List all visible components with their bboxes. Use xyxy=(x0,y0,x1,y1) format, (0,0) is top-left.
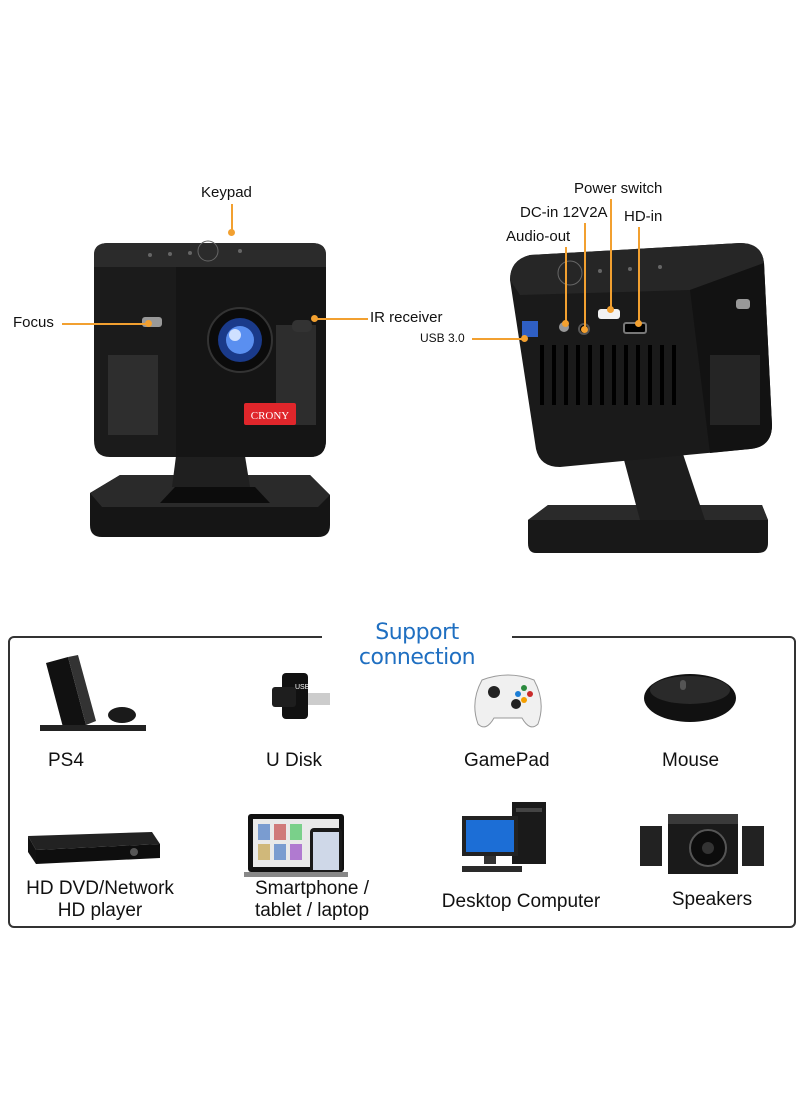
focus-dot xyxy=(145,320,152,327)
audio-out-dot xyxy=(562,320,569,327)
gamepad-label: GamePad xyxy=(464,750,550,771)
keypad-dot xyxy=(228,229,235,236)
mouse-icon xyxy=(644,674,736,722)
focus-label: Focus xyxy=(13,314,54,331)
hd-in-dot xyxy=(635,320,642,327)
ps4-label: PS4 xyxy=(48,750,84,771)
usb-label: USB 3.0 xyxy=(420,331,465,345)
hd-in-leader xyxy=(638,227,640,323)
brand-badge: CRONY xyxy=(251,410,290,422)
speakers-icon xyxy=(640,814,764,874)
speakers-label: Speakers xyxy=(671,889,753,910)
dvd-player-label-line2: HD player xyxy=(57,900,143,921)
keypad-label: Keypad xyxy=(201,184,252,201)
smartphone-label-line2: tablet / laptop xyxy=(254,900,370,921)
audio-out-leader xyxy=(565,247,567,323)
dc-in-dot xyxy=(581,326,588,333)
power-switch-dot xyxy=(607,306,614,313)
dc-in-leader xyxy=(584,223,586,329)
dvd-player-icon xyxy=(28,832,160,864)
audio-out-label: Audio-out xyxy=(506,228,571,245)
ir-receiver-label: IR receiver xyxy=(370,309,443,326)
power-switch-leader xyxy=(610,199,612,309)
dvd-player-label: HD DVD/Network HD player xyxy=(18,878,182,922)
desktop-computer-icon xyxy=(462,802,546,872)
smartphone-tablet-laptop-label: Smartphone / tablet / laptop xyxy=(236,878,388,922)
support-title: Support connection xyxy=(322,620,512,670)
power-switch-label: Power switch xyxy=(574,180,663,197)
svg-text:USB: USB xyxy=(295,684,310,691)
desktop-computer-label: Desktop Computer xyxy=(441,891,601,912)
projector-rear-image xyxy=(510,243,772,553)
gamepad-icon xyxy=(474,674,542,728)
smartphone-label-line1: Smartphone / xyxy=(254,878,370,899)
ps4-icon xyxy=(40,655,146,731)
usb-leader xyxy=(472,338,524,340)
devices-icon xyxy=(244,814,348,877)
usb-disk-icon: USB xyxy=(272,673,330,719)
focus-leader xyxy=(62,323,148,325)
projector-front-image: CRONY xyxy=(90,240,330,537)
u-disk-label: U Disk xyxy=(266,750,322,771)
dc-in-label: DC-in 12V2A xyxy=(520,204,608,221)
hd-in-label: HD-in xyxy=(624,208,663,225)
usb-dot xyxy=(521,335,528,342)
ir-receiver-leader xyxy=(314,318,368,320)
keypad-leader xyxy=(231,204,233,232)
ir-receiver-dot xyxy=(311,315,318,322)
dvd-player-label-line1: HD DVD/Network xyxy=(26,878,174,899)
mouse-label: Mouse xyxy=(662,750,720,771)
